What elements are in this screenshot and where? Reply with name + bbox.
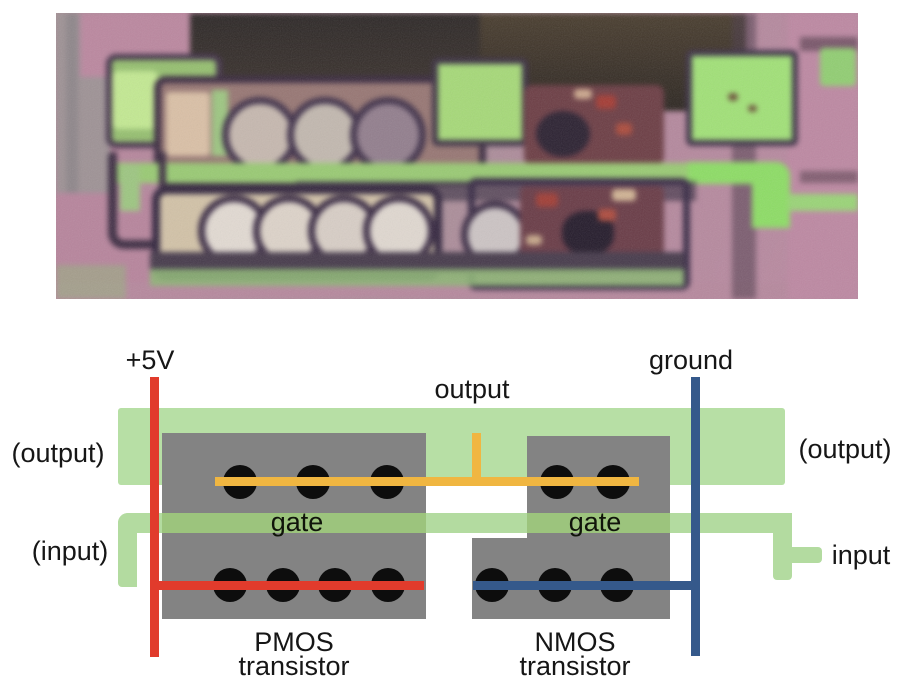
pmos-name: PMOS	[254, 627, 334, 657]
nmos-gate-label: gate	[568, 507, 622, 537]
pmos-name-line2: transistor	[238, 651, 350, 681]
pmos-transistor-label: PMOS transistor	[238, 627, 350, 681]
vdd-line-horizontal	[152, 581, 424, 590]
gate-trace-segment	[426, 513, 527, 533]
nmos-transistor-label: NMOS transistor	[519, 627, 631, 681]
gate-trace-over-nmos	[527, 513, 670, 533]
gate-trace-over-pmos	[162, 513, 426, 533]
gate-trace-right-elbow	[773, 513, 792, 580]
output-line-horizontal	[215, 477, 639, 486]
pmos-gate-label: gate	[270, 507, 324, 537]
output-right-label: (output)	[798, 434, 892, 464]
ground-line-horizontal	[473, 581, 696, 590]
gate-trace-input-stub	[790, 547, 822, 563]
nmos-name-line2: transistor	[519, 651, 631, 681]
ground-line-vertical	[691, 377, 700, 656]
die-photo-shapes	[56, 13, 858, 299]
vdd-label: +5V	[125, 345, 175, 375]
die-photo-micrograph	[56, 13, 858, 299]
output-line-vertical	[472, 433, 481, 483]
vdd-line-vertical	[150, 377, 159, 657]
gate-trace-segment	[670, 513, 792, 533]
input-left-label: (input)	[31, 536, 109, 566]
ground-label: ground	[648, 345, 734, 375]
input-right-label: input	[831, 540, 891, 570]
output-left-label: (output)	[11, 438, 105, 468]
output-label: output	[434, 374, 510, 404]
nmos-name: NMOS	[534, 627, 616, 657]
